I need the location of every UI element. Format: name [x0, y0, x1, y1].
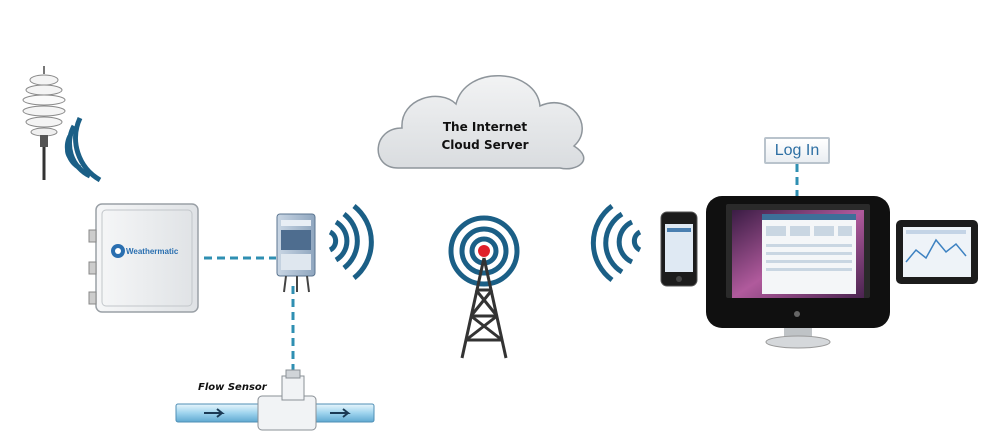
wireless-signal-icon	[590, 203, 642, 283]
cell-tower-icon	[448, 215, 520, 359]
login-button[interactable]: Log In	[764, 137, 830, 164]
cloud-icon	[377, 75, 585, 170]
dashed-link	[204, 164, 799, 376]
flow-sensor-label: Flow Sensor	[198, 382, 267, 393]
wireless-signal-icon	[64, 116, 102, 183]
cloud-label-line2: Cloud Server	[441, 138, 529, 152]
cloud-label: The Internet Cloud Server	[420, 118, 550, 154]
wireless-signal-icon	[328, 204, 374, 280]
cloud-label-line1: The Internet	[442, 120, 528, 134]
flow-sensor-icon	[175, 369, 375, 431]
desktop-monitor-icon	[706, 196, 890, 349]
tablet-icon	[896, 220, 978, 284]
wireless-hub-icon	[276, 213, 316, 293]
controller-brand-label: Weathermatic	[126, 247, 179, 256]
weather-sensor-icon	[22, 66, 66, 180]
irrigation-controller-icon	[88, 203, 199, 313]
smartphone-icon	[660, 211, 698, 287]
